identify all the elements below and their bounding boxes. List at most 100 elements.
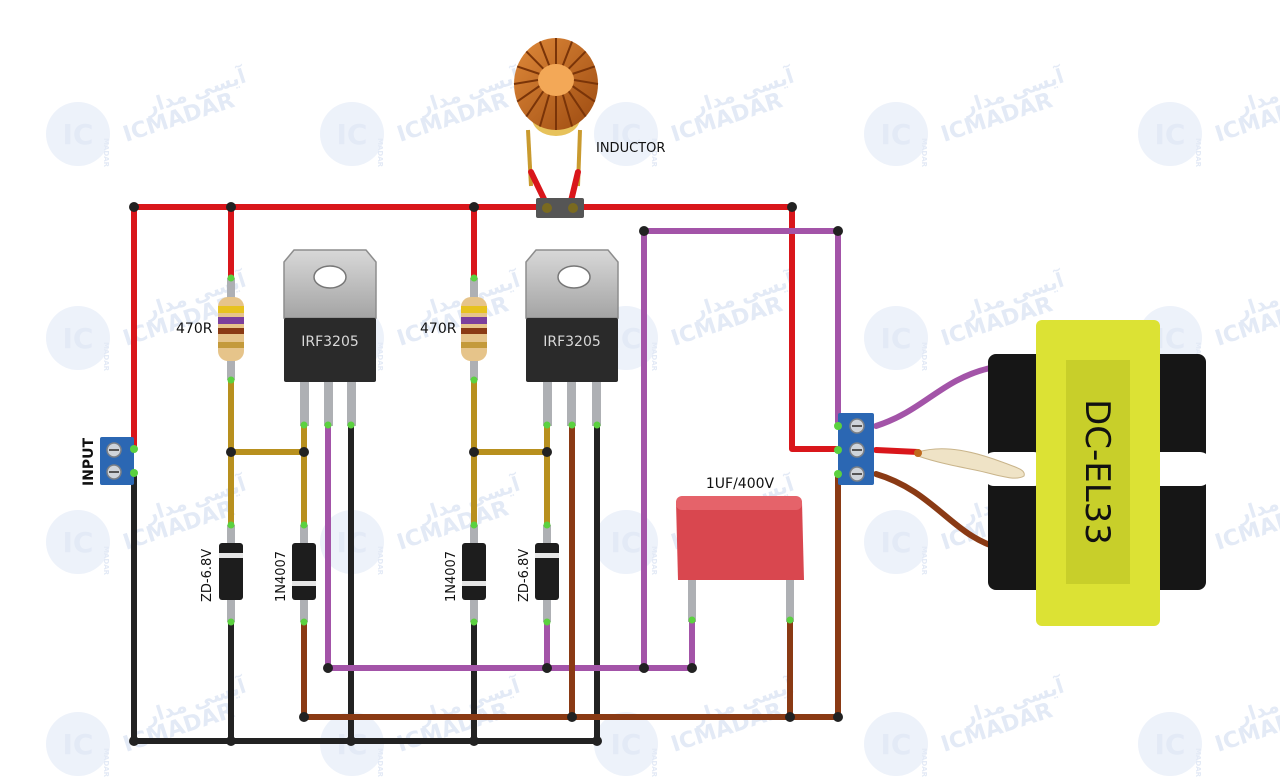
diode-left bbox=[292, 525, 316, 622]
junction-dot bbox=[226, 736, 236, 746]
connection-pad bbox=[593, 421, 601, 429]
watermark-logo-sub: MADAR bbox=[1194, 138, 1202, 168]
junction-dot bbox=[226, 202, 236, 212]
watermark-logo-sub: MADAR bbox=[920, 546, 928, 576]
watermark-logo-sub: MADAR bbox=[376, 748, 384, 778]
inductor bbox=[513, 38, 599, 218]
watermark-logo: IC bbox=[881, 118, 912, 151]
watermark-logo-sub: MADAR bbox=[376, 138, 384, 168]
watermark-logo-sub: MADAR bbox=[1194, 748, 1202, 778]
watermark-logo-sub: MADAR bbox=[102, 342, 110, 372]
junction-dot bbox=[833, 712, 843, 722]
watermark-logo: IC bbox=[881, 728, 912, 761]
junction-dots bbox=[129, 202, 843, 746]
junction-dot bbox=[129, 736, 139, 746]
junction-dot bbox=[687, 663, 697, 673]
mosfet-right bbox=[525, 249, 619, 426]
diode-right-label: 1N4007 bbox=[444, 551, 459, 602]
watermark-logo: IC bbox=[1155, 728, 1186, 761]
watermark-logo: IC bbox=[881, 526, 912, 559]
junction-dot bbox=[323, 663, 333, 673]
diode-left-label: 1N4007 bbox=[274, 551, 289, 602]
junction-dot bbox=[542, 663, 552, 673]
junction-dot bbox=[787, 202, 797, 212]
transformer-lead-purple bbox=[873, 365, 993, 429]
junction-dot bbox=[542, 447, 552, 457]
connection-pad bbox=[300, 421, 308, 429]
resistor-left-label: 470R bbox=[176, 321, 213, 337]
watermark-logo: IC bbox=[611, 118, 642, 151]
connection-pad bbox=[324, 421, 332, 429]
watermark-logo-sub: MADAR bbox=[376, 546, 384, 576]
connection-pad bbox=[227, 274, 235, 282]
connection-pad bbox=[688, 616, 696, 624]
connection-pad bbox=[227, 618, 235, 626]
junction-dot bbox=[785, 712, 795, 722]
watermark-logo: IC bbox=[63, 322, 94, 355]
purple-wire bbox=[325, 228, 841, 671]
connection-pad bbox=[470, 521, 478, 529]
inductor-label: INDUCTOR bbox=[596, 141, 665, 156]
junction-dot bbox=[469, 736, 479, 746]
watermark-logo-sub: MADAR bbox=[102, 748, 110, 778]
diode-right bbox=[462, 525, 486, 622]
watermark-logo: IC bbox=[611, 728, 642, 761]
connection-pad bbox=[227, 376, 235, 384]
connection-pad bbox=[786, 616, 794, 624]
watermark-logo-sub: MADAR bbox=[920, 748, 928, 778]
junction-dot bbox=[567, 712, 577, 722]
watermark-logo-sub: MADAR bbox=[102, 138, 110, 168]
watermark-logo: IC bbox=[63, 526, 94, 559]
resistor-left bbox=[218, 278, 244, 380]
zener-right bbox=[535, 525, 559, 622]
watermark-logo-sub: MADAR bbox=[920, 138, 928, 168]
connection-pad bbox=[543, 521, 551, 529]
zener-left-label: ZD-6.8V bbox=[200, 549, 215, 602]
mosfet-right-label: IRF3205 bbox=[543, 334, 601, 350]
watermark-logo: IC bbox=[63, 728, 94, 761]
mosfet-left bbox=[283, 249, 377, 426]
watermark-logo-sub: MADAR bbox=[650, 342, 658, 372]
input-label: INPUT bbox=[81, 437, 97, 486]
output-terminal bbox=[834, 413, 874, 485]
connection-pad bbox=[470, 618, 478, 626]
junction-dot bbox=[592, 736, 602, 746]
junction-dot bbox=[469, 447, 479, 457]
junction-dot bbox=[639, 663, 649, 673]
watermark-logo-sub: MADAR bbox=[650, 748, 658, 778]
mosfet-left-label: IRF3205 bbox=[301, 334, 359, 350]
watermark-logo: IC bbox=[1155, 118, 1186, 151]
connection-pad bbox=[568, 421, 576, 429]
resistor-right bbox=[461, 278, 487, 380]
connection-pad bbox=[347, 421, 355, 429]
watermark-logo-sub: MADAR bbox=[650, 138, 658, 168]
transformer-lead-brown bbox=[873, 471, 993, 548]
junction-dot bbox=[469, 202, 479, 212]
connection-pad bbox=[470, 274, 478, 282]
connection-pad bbox=[543, 421, 551, 429]
capacitor bbox=[676, 496, 804, 622]
junction-dot bbox=[299, 447, 309, 457]
connection-pad bbox=[227, 521, 235, 529]
zener-left bbox=[219, 525, 243, 622]
watermark-logo-sub: MADAR bbox=[650, 546, 658, 576]
watermark-logo-sub: MADAR bbox=[376, 342, 384, 372]
junction-dot bbox=[129, 202, 139, 212]
watermark-logo: IC bbox=[611, 526, 642, 559]
connection-pad bbox=[543, 618, 551, 626]
watermark-logo: IC bbox=[337, 118, 368, 151]
junction-dot bbox=[346, 736, 356, 746]
connection-pad bbox=[300, 618, 308, 626]
watermark-logo: IC bbox=[63, 118, 94, 151]
transformer-label: DC-EL33 bbox=[1077, 399, 1117, 545]
watermark-logo-sub: MADAR bbox=[920, 342, 928, 372]
connection-pad bbox=[300, 521, 308, 529]
input-terminal bbox=[100, 437, 138, 485]
